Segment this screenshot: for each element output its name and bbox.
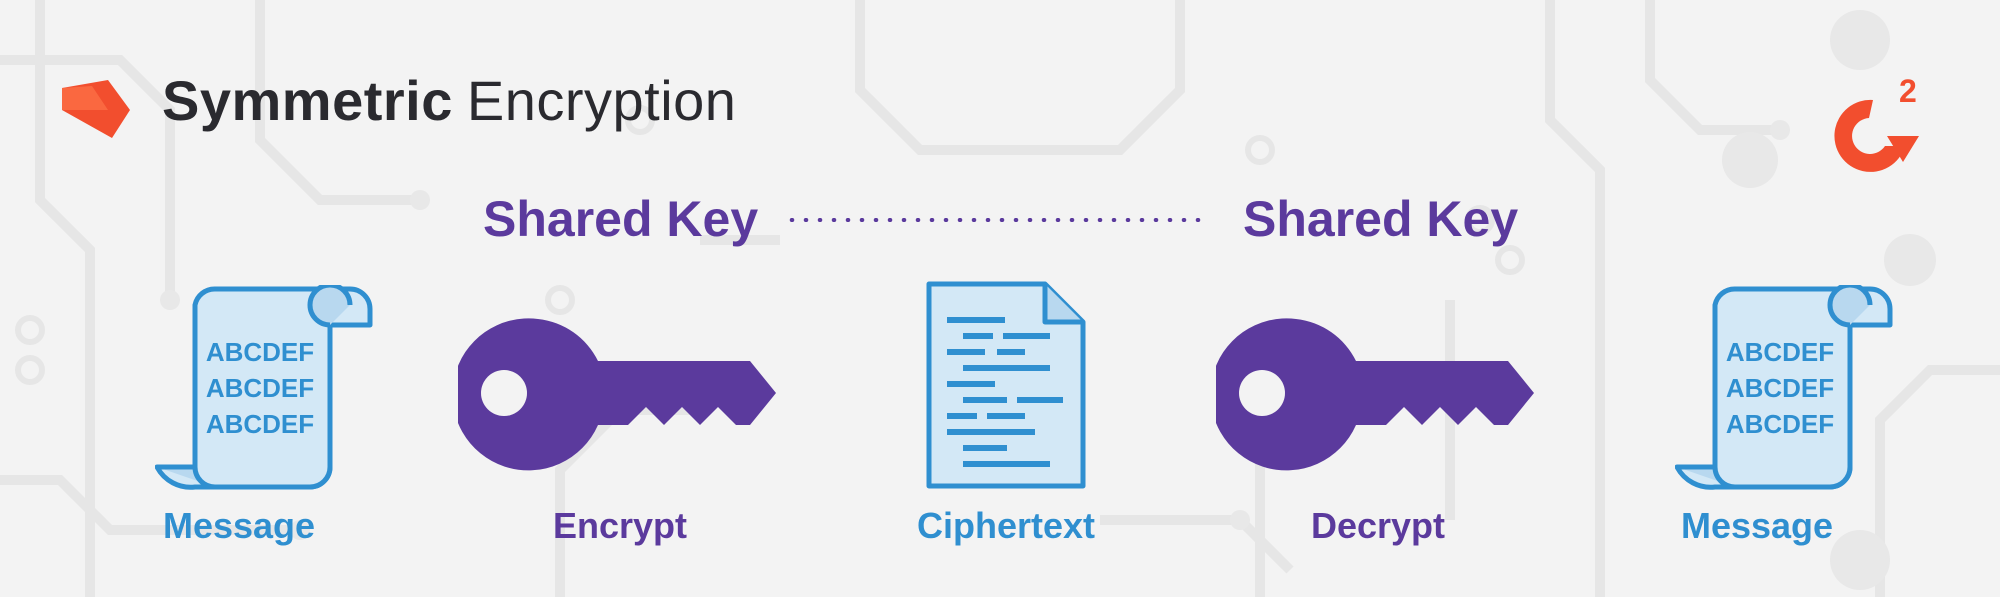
title-bold: Symmetric — [162, 69, 453, 132]
message-text-left: ABCDEF ABCDEF ABCDEF — [180, 334, 340, 442]
svg-text:2: 2 — [1899, 73, 1917, 109]
message-line: ABCDEF — [205, 373, 315, 403]
message-line: ABCDEF — [1725, 409, 1835, 439]
label-encrypt: Encrypt — [552, 505, 688, 546]
title-light: Encryption — [466, 69, 737, 132]
message-line: ABCDEF — [1725, 337, 1835, 367]
label-ciphertext: Ciphertext — [916, 505, 1096, 546]
key-icon — [458, 318, 776, 471]
label-message-in: Message — [162, 505, 316, 546]
label-decrypt: Decrypt — [1310, 505, 1446, 546]
brand-logo-icon — [62, 80, 130, 138]
message-line: ABCDEF — [205, 337, 315, 367]
g2-logo-icon: 2 — [1834, 73, 1919, 172]
label-message-out: Message — [1680, 505, 1834, 546]
scroll-icon — [155, 285, 373, 490]
key-icon — [1216, 318, 1534, 471]
message-text-right: ABCDEF ABCDEF ABCDEF — [1700, 334, 1860, 442]
scroll-icon — [1675, 285, 1893, 490]
shared-key-dotted-line — [785, 218, 1205, 222]
document-icon — [926, 281, 1086, 489]
message-line: ABCDEF — [1725, 373, 1835, 403]
message-line: ABCDEF — [205, 409, 315, 439]
shared-key-left: Shared Key — [483, 191, 759, 247]
shared-key-right: Shared Key — [1243, 191, 1519, 247]
